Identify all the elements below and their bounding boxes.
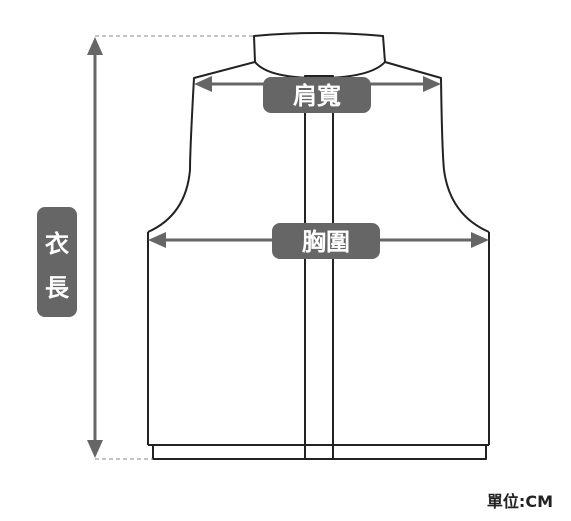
left-armhole [147, 61, 256, 233]
collar [253, 32, 386, 79]
chest-arrowhead-left [148, 232, 166, 248]
shoulder-label-text: 肩寬 [293, 82, 341, 110]
length-label: 衣 長 [37, 207, 77, 317]
hem-band [152, 444, 487, 460]
length-guides [95, 35, 254, 460]
chest-label-pill [272, 223, 380, 259]
length-label-pill [37, 207, 77, 317]
chest-label-text: 胸圍 [302, 228, 350, 256]
length-arrowhead-top [87, 37, 103, 55]
vest-outline [147, 32, 490, 460]
zipper-placket [304, 75, 334, 460]
chest-label: 胸圍 [272, 223, 380, 259]
length-arrowhead-bottom [87, 440, 103, 458]
shoulder-label-pill [263, 77, 371, 113]
length-label-text-2: 長 [45, 274, 70, 302]
chest-arrowhead-right [471, 232, 489, 248]
shoulder-label: 肩寬 [263, 77, 371, 113]
shoulder-arrowhead-left [194, 76, 212, 92]
right-armhole [384, 61, 490, 233]
shoulder-arrowhead-right [423, 76, 441, 92]
length-label-text-1: 衣 [45, 230, 69, 258]
unit-label: 單位:CM [486, 492, 553, 511]
